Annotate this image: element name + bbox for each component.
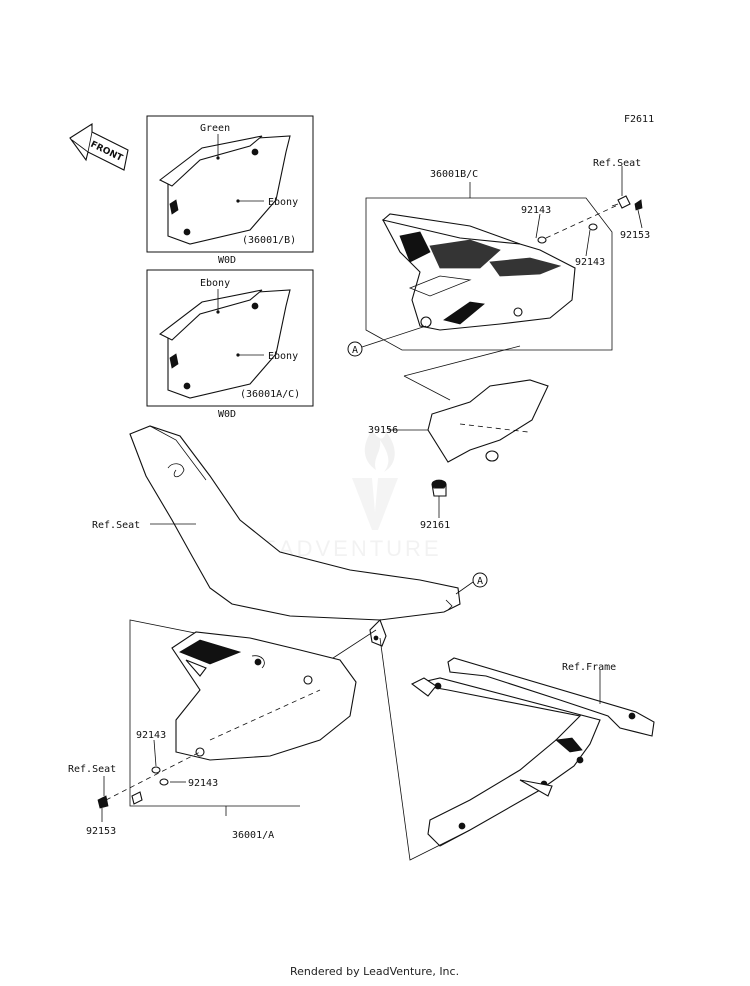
part-code-36001-a: 36001/A	[232, 830, 274, 841]
marker-a-lower: A	[477, 576, 483, 587]
washer-92143-lower-2-label: 92143	[188, 778, 218, 789]
part-code-36001b-c: 36001B/C	[430, 169, 478, 180]
color-label-ebony-1: Ebony	[268, 197, 298, 208]
seat-shape	[129, 425, 461, 621]
marker-a-upper: A	[352, 345, 358, 356]
seat: Ref.Seat A	[92, 425, 488, 647]
bolt-92153-lower	[131, 791, 143, 805]
footer-credit: Rendered by LeadVenture, Inc.	[290, 965, 459, 978]
washer-92143-lower-label: 92143	[136, 730, 166, 741]
color-label-ebony-2: Ebony	[200, 278, 230, 289]
inset-caption-w0d-1: W0D	[218, 255, 236, 266]
pad-and-damper: 39156 92161	[368, 345, 549, 531]
frame-ref-label: Ref.Frame	[562, 662, 616, 673]
washer-92143-upper-label: 92143	[521, 205, 551, 216]
inset-frame	[146, 115, 314, 253]
seat-ref-label: Ref.Seat	[92, 520, 140, 531]
seat-pad-39156	[427, 379, 549, 463]
inset-variant-b: Green Ebony (36001/B) W0D	[146, 115, 314, 266]
washer-92143-lower-2	[159, 778, 169, 786]
washer-92143-upper-2	[588, 223, 598, 231]
bolt-92153-upper	[634, 199, 643, 211]
part-code-36001a-c: (36001A/C)	[240, 389, 300, 400]
figure-code: F2611	[624, 114, 654, 125]
group-bracket	[365, 197, 613, 351]
washer-92143-upper-2-label: 92143	[575, 257, 605, 268]
front-arrow-icon: FRONT	[69, 122, 129, 171]
part-code-36001-b: (36001/B)	[242, 235, 296, 246]
frame-upper-rail	[447, 657, 655, 737]
inset-caption-w0d-2: W0D	[218, 409, 236, 420]
ref-seat-left-label: Ref.Seat	[68, 764, 116, 775]
left-side-cover	[171, 631, 357, 761]
bolt-92153-lower-label: 92153	[86, 826, 116, 837]
watermark-logo: LEADVENTURE	[246, 430, 439, 561]
marker-a-lower-icon	[472, 572, 488, 588]
damper-92161-label: 92161	[420, 520, 450, 531]
washer-92143-lower	[151, 766, 161, 774]
rear-frame: Ref.Frame	[410, 657, 655, 847]
inset-frame	[146, 269, 314, 407]
pad-39156-label: 39156	[368, 425, 398, 436]
left-side-cover-group: 92143 Ref.Seat 92143 92153 36001/A	[68, 619, 471, 861]
color-label-ebony-3: Ebony	[268, 351, 298, 362]
washer-92143-upper	[537, 236, 547, 244]
right-side-cover-group: 36001B/C Ref.Seat 92143 92153 92143 A	[347, 158, 650, 357]
ref-seat-top-label: Ref.Seat	[593, 158, 641, 169]
bolt-92153-upper-label: 92153	[620, 230, 650, 241]
color-label-green: Green	[200, 123, 230, 134]
inset-variant-ac: Ebony Ebony (36001A/C) W0D	[146, 269, 314, 420]
frame-lower-rail	[413, 677, 601, 847]
marker-a-upper-icon	[347, 341, 363, 357]
